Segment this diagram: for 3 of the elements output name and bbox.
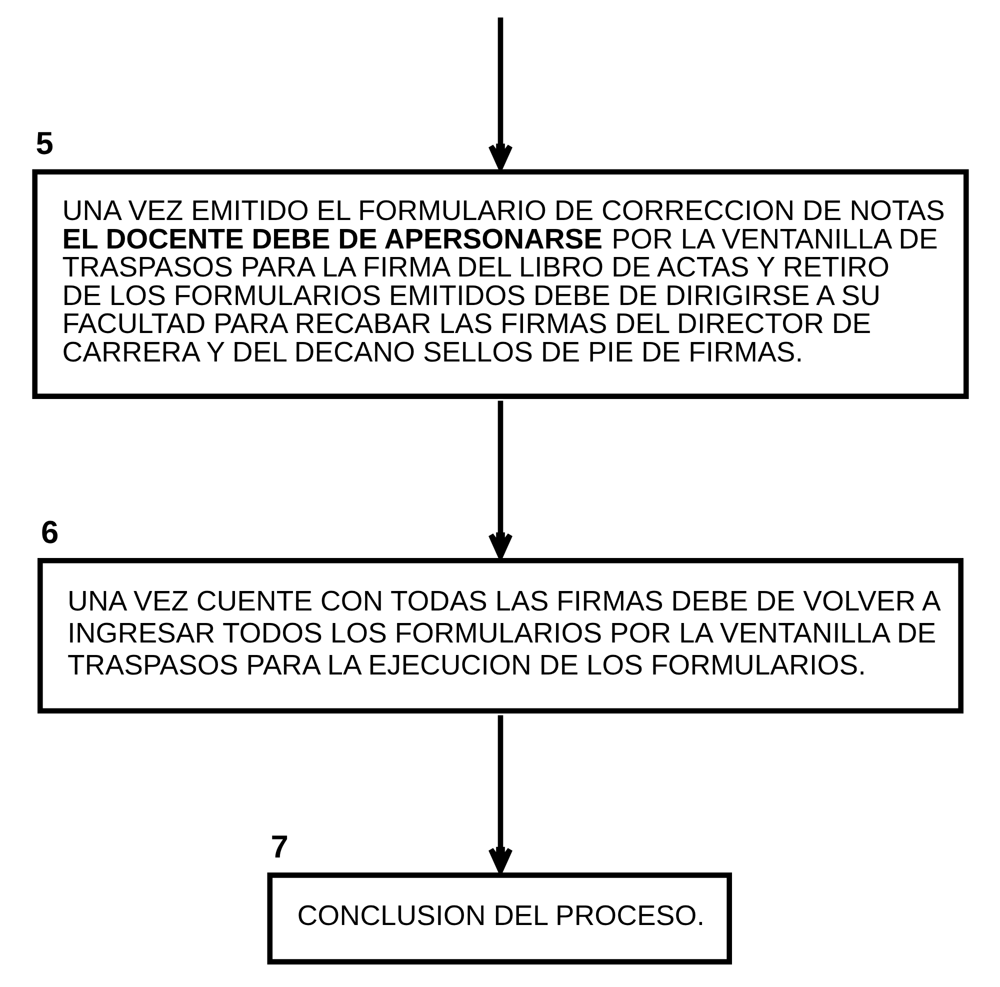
node-label: 7 xyxy=(270,828,288,864)
node-label: 6 xyxy=(40,514,58,550)
node-label: 5 xyxy=(35,125,53,162)
